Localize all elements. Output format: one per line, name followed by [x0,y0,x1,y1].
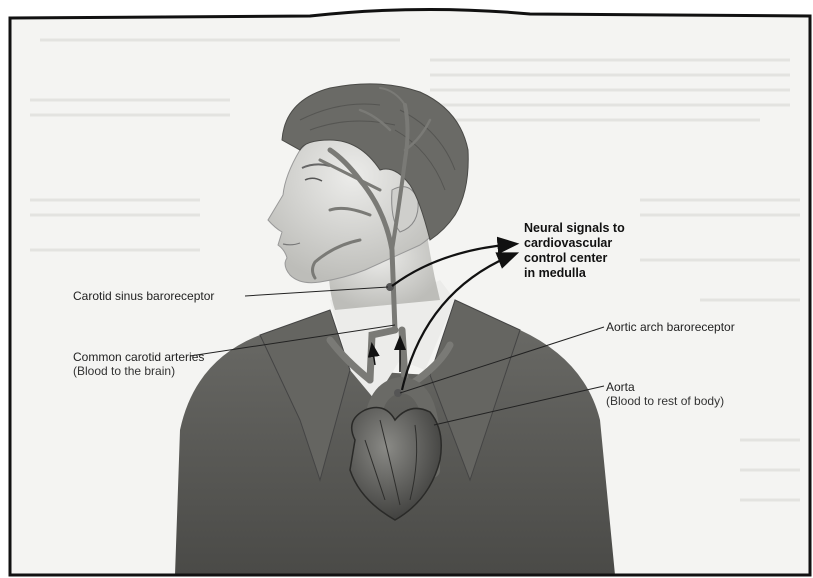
neural-line-2: cardiovascular [524,236,674,251]
neural-signals-label: Neural signals to cardiovascular control… [524,221,674,281]
common-carotid-title: Common carotid arteries [73,350,204,364]
neural-line-1: Neural signals to [524,221,674,236]
aorta-subtitle: (Blood to rest of body) [606,394,724,408]
aorta-title: Aorta [606,380,724,394]
common-carotid-label: Common carotid arteries (Blood to the br… [73,350,204,378]
carotid-sinus-label: Carotid sinus baroreceptor [73,289,214,303]
neural-line-3: control center [524,251,674,266]
aorta-label: Aorta (Blood to rest of body) [606,380,724,408]
aortic-arch-label: Aortic arch baroreceptor [606,320,735,334]
common-carotid-subtitle: (Blood to the brain) [73,364,204,378]
neural-line-4: in medulla [524,266,674,281]
